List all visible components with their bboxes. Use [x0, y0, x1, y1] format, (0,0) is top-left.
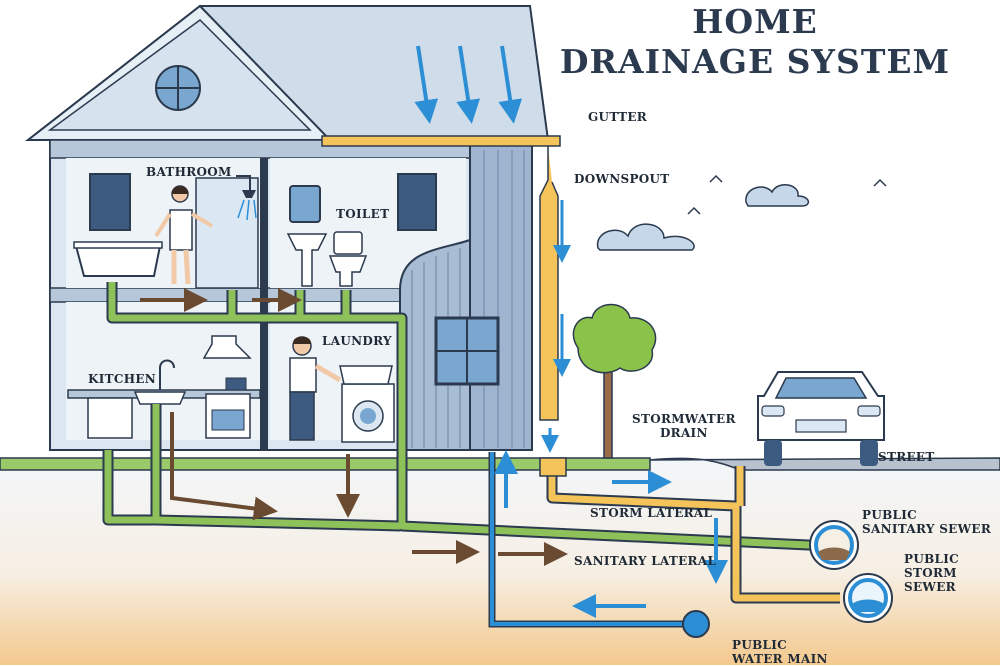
- label-gutter: GUTTER: [588, 110, 648, 124]
- bathroom-sink: [286, 233, 328, 287]
- label-public-sanitary-sewer-line2: SANITARY SEWER: [862, 522, 992, 536]
- label-public-storm-sewer-line1: PUBLIC: [904, 552, 960, 566]
- label-toilet: TOILET: [336, 207, 390, 221]
- mirror: [289, 185, 321, 223]
- label-public-sanitary-sewer-line1: PUBLIC: [862, 508, 918, 522]
- label-kitchen: KITCHEN: [88, 372, 157, 386]
- bathroom-window: [89, 173, 131, 231]
- dishwasher: [87, 397, 133, 439]
- sanitary-flow-arrows: [140, 288, 568, 566]
- label-public-sanitary-sewer: PUBLIC SANITARY SEWER: [862, 508, 991, 536]
- downspout: [539, 146, 559, 421]
- range-hood: [202, 335, 252, 359]
- house: [25, 4, 550, 451]
- diagram-title-line1: HOME: [692, 2, 818, 41]
- label-public-storm-sewer-line2: STORM SEWER: [904, 566, 957, 594]
- label-public-water-main-line1: PUBLIC: [732, 638, 788, 652]
- label-stormwater-drain: STORMWATER DRAIN: [632, 412, 736, 440]
- storm-inlet: [539, 457, 567, 477]
- label-public-storm-sewer: PUBLIC STORM SEWER: [904, 552, 1000, 594]
- rain-arrows: [414, 45, 523, 124]
- label-public-water-main: PUBLIC WATER MAIN: [732, 638, 828, 666]
- toilet: [333, 231, 363, 255]
- label-public-water-main-line2: WATER MAIN: [732, 652, 828, 666]
- label-laundry: LAUNDRY: [322, 334, 392, 348]
- label-downspout: DOWNSPOUT: [574, 172, 670, 186]
- toilet-window: [397, 173, 437, 231]
- label-street: STREET: [878, 450, 935, 464]
- cloud-small: [745, 184, 810, 207]
- public-water-main: [682, 610, 710, 638]
- tree-canopy: [572, 303, 657, 374]
- gutter: [321, 135, 561, 147]
- birds: [687, 174, 887, 215]
- car: [757, 371, 885, 466]
- label-sanitary-lateral: SANITARY LATERAL: [574, 554, 717, 568]
- diagram-title-line2: DRAINAGE SYSTEM: [559, 42, 951, 81]
- label-storm-lateral: STORM LATERAL: [590, 506, 713, 520]
- label-stormwater-drain-line1: STORMWATER: [632, 412, 736, 426]
- label-bathroom: BATHROOM: [146, 165, 232, 179]
- label-stormwater-drain-line2: DRAIN: [659, 426, 708, 440]
- bathtub: [74, 245, 162, 277]
- cloud-large: [596, 223, 695, 251]
- storm-flow-arrows: [494, 450, 728, 618]
